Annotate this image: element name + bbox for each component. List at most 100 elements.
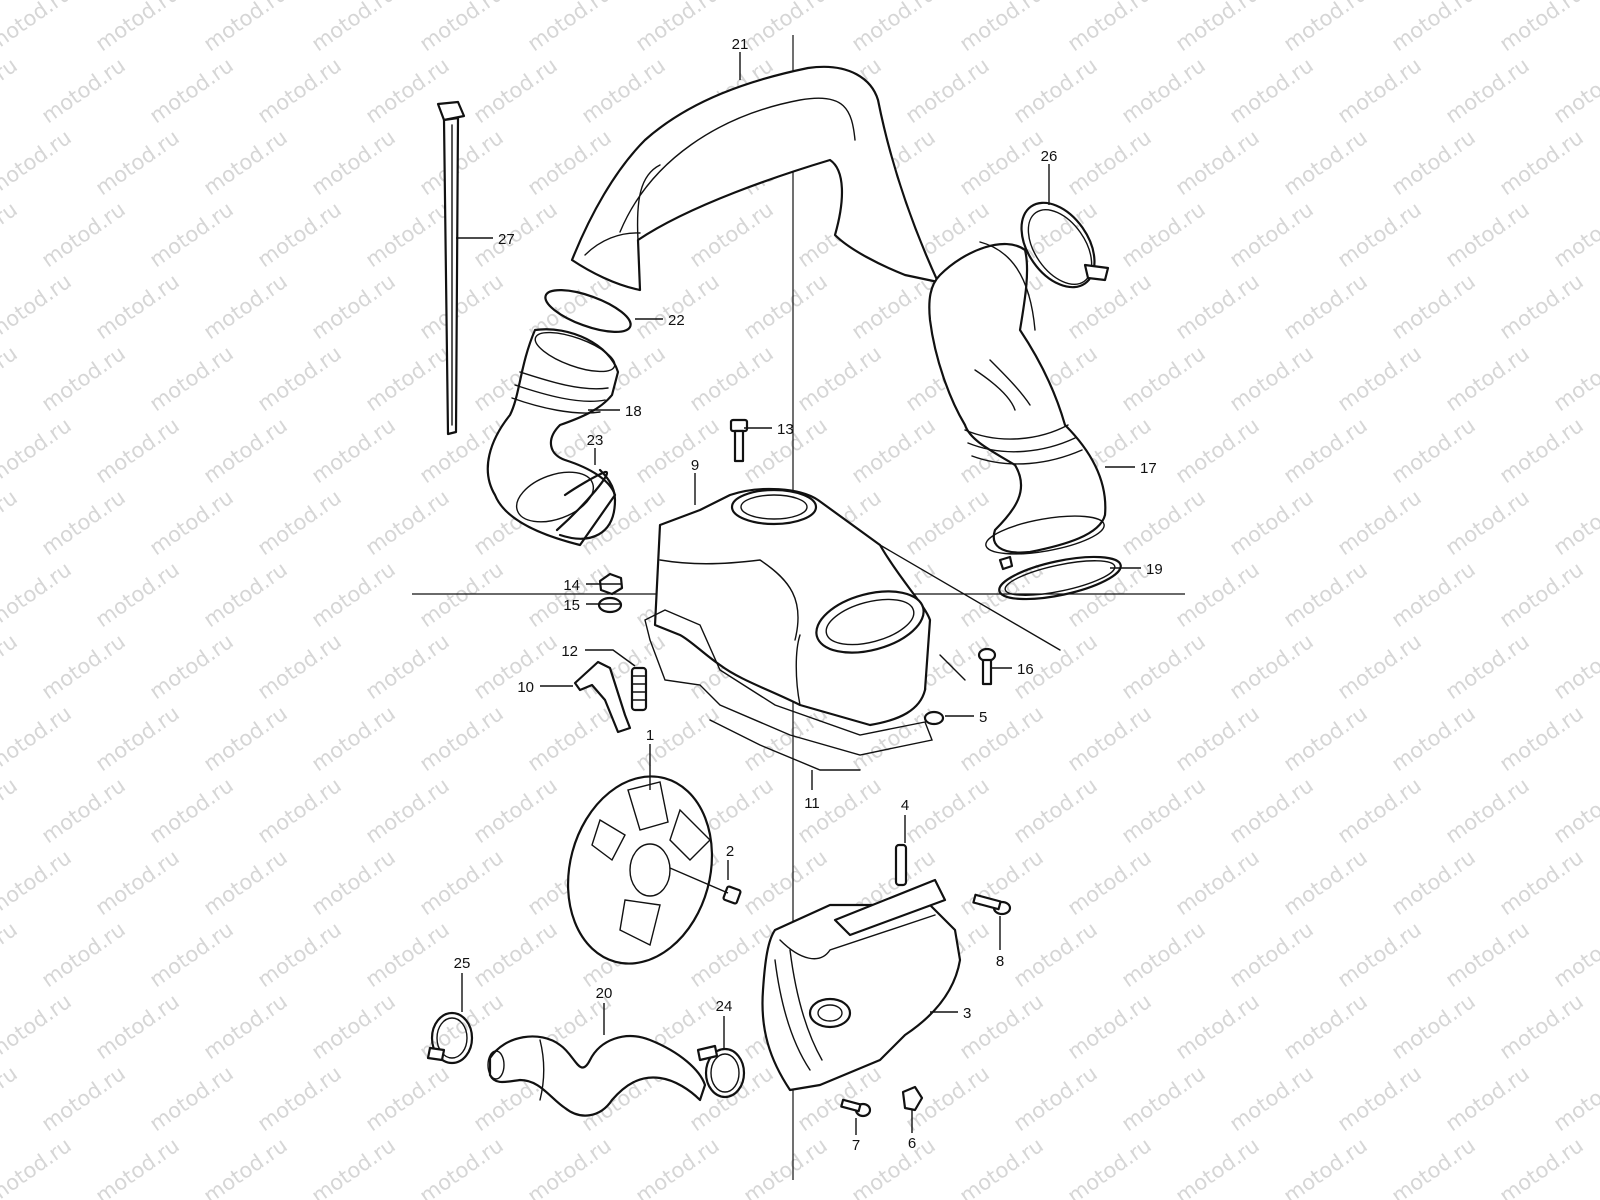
watermark-text: motod.ru [361, 485, 454, 560]
callout-25: 25 [454, 955, 471, 972]
watermark-text: motod.ru [1387, 989, 1480, 1064]
watermark-text: motod.ru [1171, 413, 1264, 488]
watermark-text: motod.ru [0, 197, 22, 272]
watermark-text: motod.ru [1495, 1133, 1588, 1200]
watermark-text: motod.ru [523, 0, 616, 56]
watermark-text: motod.ru [361, 629, 454, 704]
watermark-text: motod.ru [1063, 557, 1156, 632]
watermark-text: motod.ru [1279, 845, 1372, 920]
part-grommet [923, 710, 945, 726]
watermark-text: motod.ru [1063, 845, 1156, 920]
callout-11: 11 [804, 795, 820, 812]
callout-19: 19 [1146, 561, 1163, 578]
callout-2: 2 [726, 843, 734, 860]
watermark-text: motod.ru [253, 1061, 346, 1136]
watermark-text: motod.ru [145, 341, 238, 416]
watermark-text: motod.ru [415, 845, 508, 920]
watermark-text: motod.ru [145, 773, 238, 848]
watermark-text: motod.ru [145, 53, 238, 128]
watermark-text: motod.ru [307, 269, 400, 344]
callout-18: 18 [625, 403, 642, 420]
part-bolt-13 [729, 418, 749, 463]
watermark-text: motod.ru [1333, 341, 1426, 416]
watermark-text: motod.ru [523, 1133, 616, 1200]
watermark-text: motod.ru [0, 773, 22, 848]
watermark-text: motod.ru [91, 989, 184, 1064]
watermark-text: motod.ru [955, 125, 1048, 200]
watermark-text: motod.ru [253, 341, 346, 416]
callout-8: 8 [996, 953, 1004, 970]
watermark-text: motod.ru [1549, 485, 1600, 560]
watermark-text: motod.ru [1333, 197, 1426, 272]
watermark-text: motod.ru [145, 197, 238, 272]
watermark-text: motod.ru [415, 125, 508, 200]
watermark-text: motod.ru [1009, 917, 1102, 992]
watermark-text: motod.ru [361, 773, 454, 848]
watermark-text: motod.ru [1333, 629, 1426, 704]
leader-lines [456, 52, 1141, 1135]
watermark-text: motod.ru [1279, 989, 1372, 1064]
watermark-text: motod.ru [91, 845, 184, 920]
part-bracket [573, 660, 632, 734]
watermark-text: motod.ru [631, 1133, 724, 1200]
part-cooling-fan [566, 775, 714, 965]
watermark-text: motod.ru [1441, 53, 1534, 128]
watermark-text: motod.ru [415, 557, 508, 632]
part-washer [597, 596, 623, 614]
watermark-text: motod.ru [0, 413, 76, 488]
watermark-text: motod.ru [469, 629, 562, 704]
callout-5: 5 [979, 709, 987, 726]
watermark-text: motod.ru [37, 1061, 130, 1136]
watermark-text: motod.ru [0, 341, 22, 416]
watermark-text: motod.ru [1333, 1061, 1426, 1136]
watermark-text: motod.ru [1063, 989, 1156, 1064]
watermark-text: motod.ru [1387, 0, 1480, 56]
watermark-text: motod.ru [1225, 1061, 1318, 1136]
part-cable-tie [436, 100, 466, 436]
watermark-text: motod.ru [1387, 1133, 1480, 1200]
watermark-text: motod.ru [415, 1133, 508, 1200]
watermark-text: motod.ru [1549, 341, 1600, 416]
watermark-text: motod.ru [1333, 917, 1426, 992]
watermark-text: motod.ru [307, 701, 400, 776]
watermark-text: motod.ru [1549, 53, 1600, 128]
watermark-text: motod.ru [631, 0, 724, 56]
watermark-text: motod.ru [253, 773, 346, 848]
watermark-text: motod.ru [1117, 53, 1210, 128]
watermark-text: motod.ru [1171, 269, 1264, 344]
callout-17: 17 [1140, 460, 1157, 477]
watermark-text: motod.ru [1279, 701, 1372, 776]
watermark-text: motod.ru [1225, 629, 1318, 704]
watermark-text: motod.ru [1171, 1133, 1264, 1200]
watermark-text: motod.ru [91, 1133, 184, 1200]
callout-labels: 21 26 27 22 18 23 13 9 17 19 14 15 12 10… [454, 36, 1163, 1154]
watermark-text: motod.ru [361, 917, 454, 992]
watermark-text: motod.ru [1549, 773, 1600, 848]
part-left-boot [486, 328, 620, 547]
watermark-text: motod.ru [199, 1133, 292, 1200]
watermark-text: motod.ru [1495, 0, 1588, 56]
watermark-text: motod.ru [1387, 845, 1480, 920]
watermark-text: motod.ru [199, 845, 292, 920]
watermark-text: motod.ru [1441, 485, 1534, 560]
watermark-text: motod.ru [91, 701, 184, 776]
watermark-text: motod.ru [1063, 1133, 1156, 1200]
watermark-text: motod.ru [91, 413, 184, 488]
watermark-text: motod.ru [1117, 341, 1210, 416]
watermark-text: motod.ru [1549, 1061, 1600, 1136]
part-hose-clamp-25 [426, 1011, 474, 1065]
watermark-text: motod.ru [361, 341, 454, 416]
callout-16: 16 [1017, 661, 1034, 678]
watermark-text: motod.ru [1441, 1061, 1534, 1136]
watermark-text: motod.ru [955, 701, 1048, 776]
watermark-text: motod.ru [0, 845, 76, 920]
watermark-text: motod.ru [253, 485, 346, 560]
watermark-text: motod.ru [523, 701, 616, 776]
part-hose-clamp-24 [696, 1044, 746, 1099]
callout-15: 15 [563, 597, 580, 614]
watermark-text: motod.ru [37, 629, 130, 704]
watermark-text: motod.ru [199, 557, 292, 632]
watermark-text: motod.ru [685, 341, 778, 416]
watermark-text: motod.ru [739, 1133, 832, 1200]
watermark-text: motod.ru [361, 53, 454, 128]
